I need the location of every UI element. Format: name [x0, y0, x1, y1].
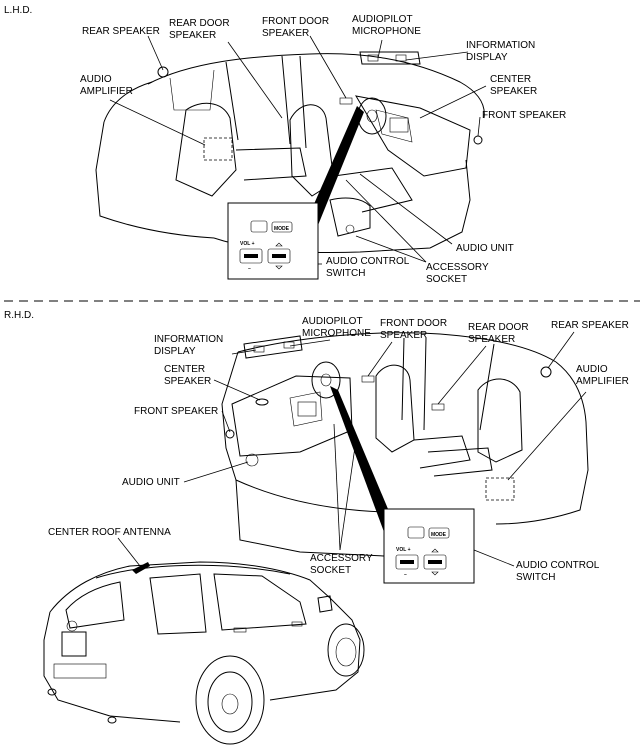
lhd-switch-vol-label: VOL +	[240, 241, 255, 247]
rhd-switch-minus-label: –	[404, 572, 407, 578]
rhd-switch-mode-label: MODE	[431, 532, 447, 538]
lhd-rear-door-speaker-label-1: REAR DOOR	[169, 18, 230, 29]
lhd-audio-control-switch-inset: MODE VOL + –	[227, 202, 319, 280]
rhd-switch-vol-label: VOL +	[396, 547, 411, 553]
lhd-audio-control-switch-label-2: SWITCH	[326, 268, 365, 279]
rhd-audio-control-switch-label-1: AUDIO CONTROL	[516, 560, 600, 571]
rhd-audio-amplifier-label-2: AMPLIFIER	[576, 376, 629, 387]
rhd-accessory-socket-label-2: SOCKET	[310, 565, 351, 576]
lhd-rear-speaker-label: REAR SPEAKER	[82, 26, 160, 37]
rhd-interior-drawing	[221, 332, 589, 557]
center-roof-antenna-label: CENTER ROOF ANTENNA	[48, 527, 171, 538]
lhd-labels: REAR SPEAKER REAR DOOR SPEAKER FRONT DOO…	[80, 14, 566, 285]
rhd-leader-lines	[183, 331, 587, 567]
lhd-center-speaker-label-2: SPEAKER	[490, 86, 537, 97]
rhd-rear-speaker-label: REAR SPEAKER	[551, 320, 629, 331]
rhd-front-speaker-label: FRONT SPEAKER	[134, 406, 218, 417]
rhd-accessory-socket-label-1: ACCESSORY	[310, 553, 373, 564]
rhd-section-title: R.H.D.	[4, 310, 34, 321]
rhd-audiopilot-microphone-label-1: AUDIOPILOT	[302, 316, 363, 327]
lhd-audio-amplifier-label-2: AMPLIFIER	[80, 86, 133, 97]
lhd-audiopilot-microphone-label-2: MICROPHONE	[352, 26, 421, 37]
rhd-information-display-label-2: DISPLAY	[154, 346, 196, 357]
lhd-audio-unit-label: AUDIO UNIT	[456, 243, 514, 254]
rhd-audio-control-switch-label-2: SWITCH	[516, 572, 555, 583]
lhd-rear-door-speaker-label-2: SPEAKER	[169, 30, 216, 41]
rhd-information-display-label-1: INFORMATION	[154, 334, 223, 345]
lhd-front-door-speaker-label-2: SPEAKER	[262, 28, 309, 39]
lhd-audio-control-switch-label-1: AUDIO CONTROL	[326, 256, 410, 267]
lhd-switch-mode-label: MODE	[274, 226, 290, 232]
lhd-center-speaker-label-1: CENTER	[490, 74, 531, 85]
lhd-information-display-label-1: INFORMATION	[466, 40, 535, 51]
rhd-audio-amplifier-label-1: AUDIO	[576, 364, 608, 375]
lhd-front-speaker-label: FRONT SPEAKER	[482, 110, 566, 121]
lhd-accessory-socket-label-1: ACCESSORY	[426, 262, 489, 273]
rhd-rear-door-speaker-label-1: REAR DOOR	[468, 322, 529, 333]
lhd-information-display-label-2: DISPLAY	[466, 52, 508, 63]
rhd-center-speaker-label-1: CENTER	[164, 364, 205, 375]
center-roof-antenna-leader	[117, 537, 141, 567]
lhd-switch-minus-label: –	[248, 266, 251, 272]
lhd-section-title: L.H.D.	[4, 5, 32, 16]
lhd-accessory-socket-label-2: SOCKET	[426, 274, 467, 285]
rhd-rear-door-speaker-label-2: SPEAKER	[468, 334, 515, 345]
lhd-audiopilot-microphone-label-1: AUDIOPILOT	[352, 14, 413, 25]
rhd-audio-control-switch-inset: MODE VOL + –	[383, 508, 475, 584]
rhd-labels: AUDIOPILOT MICROPHONE FRONT DOOR SPEAKER…	[122, 316, 629, 583]
rhd-audio-unit-label: AUDIO UNIT	[122, 477, 180, 488]
rhd-center-speaker-label-2: SPEAKER	[164, 376, 211, 387]
rhd-front-door-speaker-label-1: FRONT DOOR	[380, 318, 447, 329]
lhd-front-door-speaker-label-1: FRONT DOOR	[262, 16, 329, 27]
lhd-audio-amplifier-label-1: AUDIO	[80, 74, 112, 85]
lhd-leader-lines	[109, 35, 487, 265]
rhd-audiopilot-microphone-label-2: MICROPHONE	[302, 328, 371, 339]
exterior-vehicle-drawing	[43, 561, 365, 745]
rhd-front-door-speaker-label-2: SPEAKER	[380, 330, 427, 341]
